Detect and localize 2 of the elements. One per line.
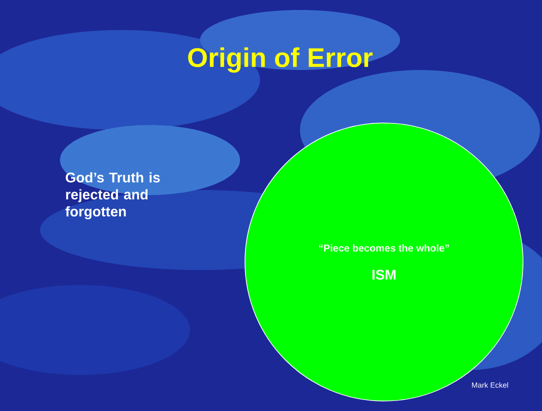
title: Origin of Error — [188, 47, 373, 73]
statement-text: God’s Truth is rejected and forgotten — [65, 172, 160, 220]
